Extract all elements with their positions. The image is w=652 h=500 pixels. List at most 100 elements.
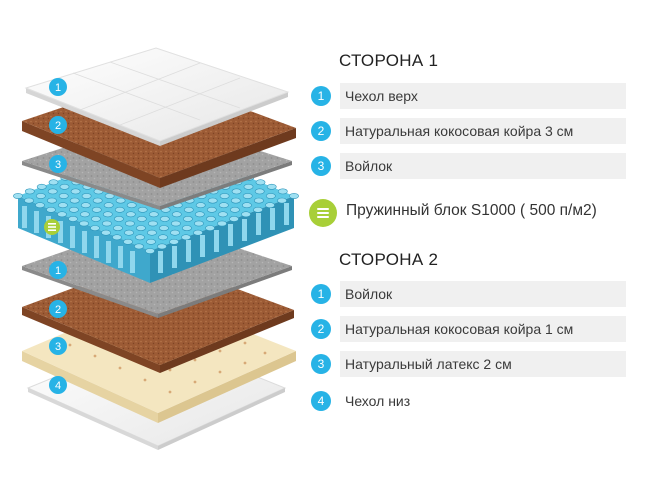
- spring-coil: [91, 206, 102, 213]
- spring-block-label: Пружинный блок S1000 ( 500 п/м2): [346, 202, 597, 219]
- spring-coil: [170, 229, 180, 236]
- spring-coil: [35, 193, 46, 199]
- stack-marker: 1: [49, 78, 67, 96]
- spring-coil: [266, 183, 277, 190]
- stack-spring-icon: [44, 219, 60, 235]
- spring-coil: [218, 202, 229, 209]
- number-badge: 2: [311, 319, 331, 339]
- spring-coil: [48, 179, 59, 186]
- layer-top-cover: [24, 47, 290, 146]
- spring-coil: [79, 220, 89, 227]
- spring-coil: [157, 243, 167, 250]
- spring-coil: [289, 193, 299, 199]
- spring-coil: [126, 202, 137, 209]
- spring-coil: [217, 211, 228, 218]
- spring-coil: [229, 206, 240, 213]
- spring-coil: [242, 193, 253, 199]
- spring-coil: [241, 211, 251, 218]
- spring-coil: [158, 234, 168, 241]
- spring-coil: [181, 234, 191, 241]
- stack-marker: 3: [49, 337, 67, 355]
- legend-label: Чехол верх: [340, 83, 626, 109]
- spring-coil: [170, 220, 181, 227]
- spring-coil: [206, 206, 217, 213]
- spring-coil: [159, 215, 170, 222]
- side-2-title: СТОРОНА 2: [339, 250, 439, 269]
- spring-coil: [146, 238, 156, 245]
- spring-coil: [13, 193, 23, 199]
- stack-marker: 2: [49, 300, 67, 318]
- spring-coil: [277, 188, 288, 195]
- spring-coil: [137, 206, 148, 213]
- spring-coil: [124, 220, 135, 227]
- legend-row: 3 Натуральный латекс 2 см: [311, 351, 626, 377]
- spring-coil: [123, 238, 133, 245]
- spring-coil: [24, 197, 34, 204]
- spring-coil: [145, 248, 155, 254]
- legend-label: Войлок: [340, 153, 626, 179]
- legend-row: 1 Чехол верх: [311, 83, 626, 109]
- number-badge: 3: [311, 156, 331, 176]
- spring-coil: [69, 206, 79, 213]
- spring-coil: [183, 206, 194, 213]
- spring-coil: [46, 206, 56, 213]
- spring-coil: [47, 197, 57, 204]
- spring-coil: [136, 215, 147, 222]
- spring-coil: [205, 225, 215, 231]
- spring-coil: [70, 188, 81, 195]
- svg-text:1: 1: [55, 82, 61, 94]
- legend-row: 4 Чехол низ: [311, 388, 626, 414]
- legend-label: Войлок: [340, 281, 626, 307]
- stack-marker: 4: [49, 376, 67, 394]
- spring-coil: [171, 211, 182, 218]
- svg-text:3: 3: [55, 159, 61, 171]
- svg-text:3: 3: [55, 341, 61, 353]
- spring-coil: [135, 225, 146, 231]
- spring-coil: [148, 211, 159, 218]
- spring-coil: [68, 215, 78, 222]
- number-badge: 3: [311, 354, 331, 374]
- spring-coil: [181, 225, 192, 231]
- number-badge: 4: [311, 391, 331, 411]
- spring-coil: [169, 238, 179, 245]
- spring-coil: [92, 197, 103, 204]
- spring-coil: [229, 215, 239, 222]
- spring-coil: [231, 188, 242, 195]
- legend-row: 2 Натуральная кокосовая койра 3 см: [311, 118, 626, 144]
- svg-text:2: 2: [55, 120, 61, 132]
- mattress-layer-stack: 1 2 3 1 2 3 4: [13, 47, 299, 450]
- spring-coil: [194, 211, 205, 218]
- spring-coil: [217, 220, 227, 227]
- spring-coil: [58, 202, 68, 209]
- spring-coil: [134, 243, 144, 250]
- spring-coil: [35, 202, 45, 209]
- legend-row: 2 Натуральная кокосовая койра 1 см: [311, 316, 626, 342]
- spring-coil: [114, 206, 125, 213]
- spring-coil: [135, 234, 145, 241]
- spring-coil: [265, 193, 276, 199]
- number-badge: 1: [311, 284, 331, 304]
- spring-coil: [158, 225, 169, 231]
- spring-coil: [124, 229, 134, 236]
- spring-coil: [114, 215, 124, 222]
- number-badge: 2: [311, 121, 331, 141]
- spring-coil: [47, 188, 58, 195]
- spring-coil: [253, 197, 264, 204]
- spring-coil: [57, 211, 67, 218]
- legend-row: 1 Войлок: [311, 281, 626, 307]
- spring-coil: [219, 193, 230, 199]
- spring-coil: [205, 215, 216, 222]
- spring-coil: [112, 234, 122, 241]
- side-1-title: СТОРОНА 1: [339, 51, 439, 70]
- spring-coil: [36, 183, 47, 190]
- legend-label: Натуральная кокосовая койра 1 см: [340, 316, 626, 342]
- svg-text:4: 4: [55, 380, 61, 392]
- spring-coil: [193, 220, 204, 227]
- spring-coil: [102, 220, 112, 227]
- svg-text:2: 2: [55, 304, 61, 316]
- spring-coil: [125, 211, 136, 218]
- spring-coil: [102, 211, 113, 218]
- spring-coil: [69, 197, 80, 204]
- spring-coil: [254, 188, 265, 195]
- spring-coil: [230, 197, 241, 204]
